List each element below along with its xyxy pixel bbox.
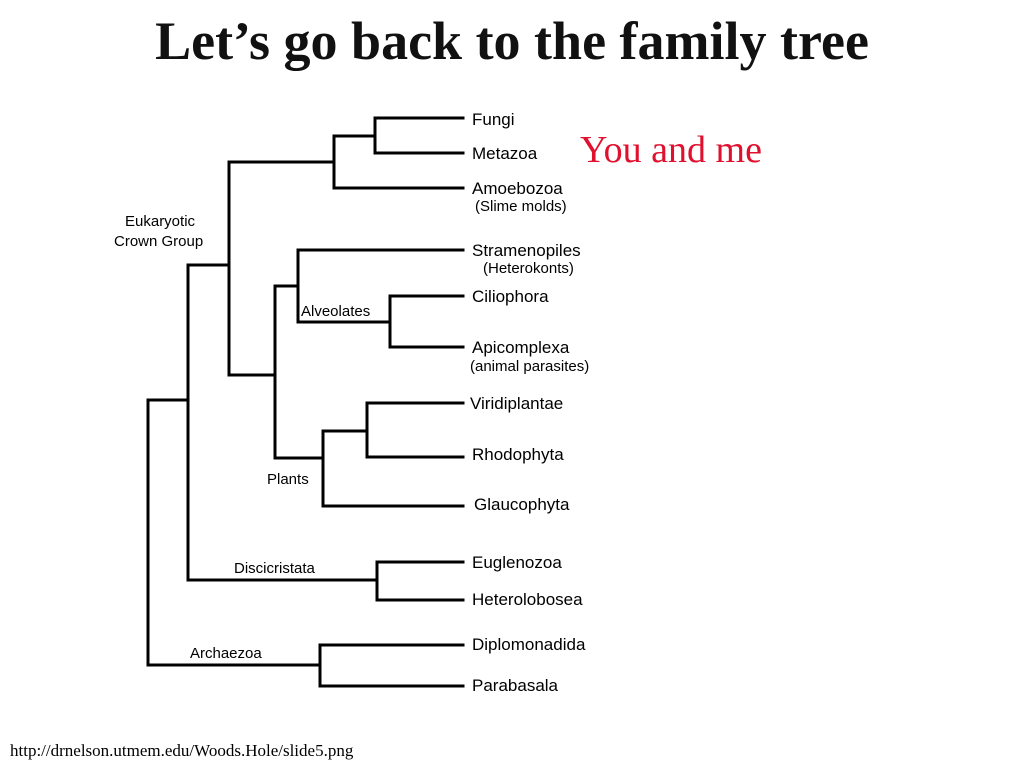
leaf-metazoa: Metazoa: [472, 144, 538, 163]
leaf-heterolobosea: Heterolobosea: [472, 590, 583, 609]
leaf-labels: Fungi Metazoa Amoebozoa (Slime molds) St…: [470, 110, 589, 695]
group-discicristata: Discicristata: [234, 560, 316, 577]
group-labels: Eukaryotic Crown Group Alveolates Plants…: [114, 213, 370, 662]
group-plants: Plants: [267, 471, 309, 488]
callout-label: You and me: [580, 129, 762, 171]
group-eukaryotic: Eukaryotic: [125, 213, 196, 230]
source-url: http://drnelson.utmem.edu/Woods.Hole/sli…: [10, 741, 354, 760]
leaf-parabasala: Parabasala: [472, 676, 559, 695]
slide-title: Let’s go back to the family tree: [155, 11, 869, 71]
leaf-ciliophora: Ciliophora: [472, 287, 549, 306]
group-archaezoa: Archaezoa: [190, 645, 262, 662]
leaf-rhodophyta: Rhodophyta: [472, 445, 564, 464]
leaf-stramenopiles-note: (Heterokonts): [483, 260, 574, 277]
leaf-amoebozoa-note: (Slime molds): [475, 198, 567, 215]
leaf-viridiplantae: Viridiplantae: [470, 394, 563, 413]
leaf-euglenozoa: Euglenozoa: [472, 553, 562, 572]
leaf-amoebozoa: Amoebozoa: [472, 179, 563, 198]
leaf-fungi: Fungi: [472, 110, 515, 129]
leaf-diplomonadida: Diplomonadida: [472, 635, 586, 654]
leaf-apicomplexa-note: (animal parasites): [470, 358, 589, 375]
leaf-stramenopiles: Stramenopiles: [472, 241, 581, 260]
group-crown: Crown Group: [114, 233, 203, 250]
group-alveolates: Alveolates: [301, 303, 370, 320]
leaf-glaucophyta: Glaucophyta: [474, 495, 570, 514]
leaf-apicomplexa: Apicomplexa: [472, 338, 570, 357]
tree-branches: [146, 116, 465, 688]
